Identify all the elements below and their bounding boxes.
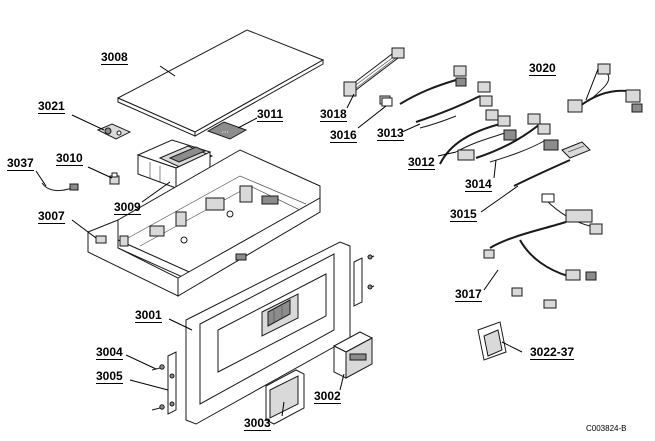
part-3015-harness	[513, 141, 591, 187]
part-3003-display-cover	[265, 369, 305, 425]
part-3009-control-board	[136, 139, 214, 189]
callout-3017: 3017	[455, 287, 482, 302]
part-3002-module	[332, 331, 374, 379]
callout-3013: 3013	[377, 126, 404, 141]
part-3011-plate: • • •	[206, 121, 248, 140]
callout-3011: 3011	[257, 107, 284, 122]
part-side-bracket-right	[353, 254, 375, 307]
callout-3008: 3008	[101, 50, 128, 65]
callout-3001: 3001	[135, 308, 162, 323]
part-3016-harness	[381, 65, 467, 107]
callout-3037: 3037	[7, 156, 34, 171]
part-3005-side-bracket	[167, 351, 177, 415]
part-3014-harness	[475, 113, 559, 163]
callout-3004: 3004	[96, 345, 123, 360]
callout-3005: 3005	[96, 369, 123, 384]
document-id: C003824-B	[586, 424, 627, 433]
part-3001-front-bezel	[185, 241, 351, 425]
callout-3021: 3021	[38, 99, 65, 114]
callout-3012: 3012	[408, 155, 435, 170]
leader-lines	[35, 65, 599, 417]
callout-3018: 3018	[320, 107, 347, 122]
part-3007-chassis	[87, 149, 321, 297]
part-3021-bracket	[96, 123, 132, 140]
callout-3002: 3002	[314, 389, 341, 404]
part-3013-harness	[415, 81, 499, 129]
callout-3014: 3014	[465, 177, 492, 192]
part-3017-harness	[483, 193, 603, 309]
part-3020-harness	[567, 63, 643, 113]
callout-3020: 3020	[529, 61, 556, 76]
part-3022-37-kit	[477, 321, 507, 361]
callout-3007: 3007	[38, 209, 65, 224]
callout-3010: 3010	[56, 151, 83, 166]
callout-3009: 3009	[114, 200, 141, 215]
part-3010-connector	[109, 172, 120, 185]
part-3012-harness	[439, 115, 517, 165]
callout-3022-37: 3022-37	[530, 345, 575, 360]
part-3008-top-cover	[116, 29, 325, 137]
callout-3003: 3003	[244, 416, 271, 431]
callout-3016: 3016	[330, 128, 357, 143]
svg-text:• • •: • • •	[222, 129, 229, 134]
callout-3015: 3015	[450, 207, 477, 222]
part-3037-cable	[41, 182, 79, 192]
